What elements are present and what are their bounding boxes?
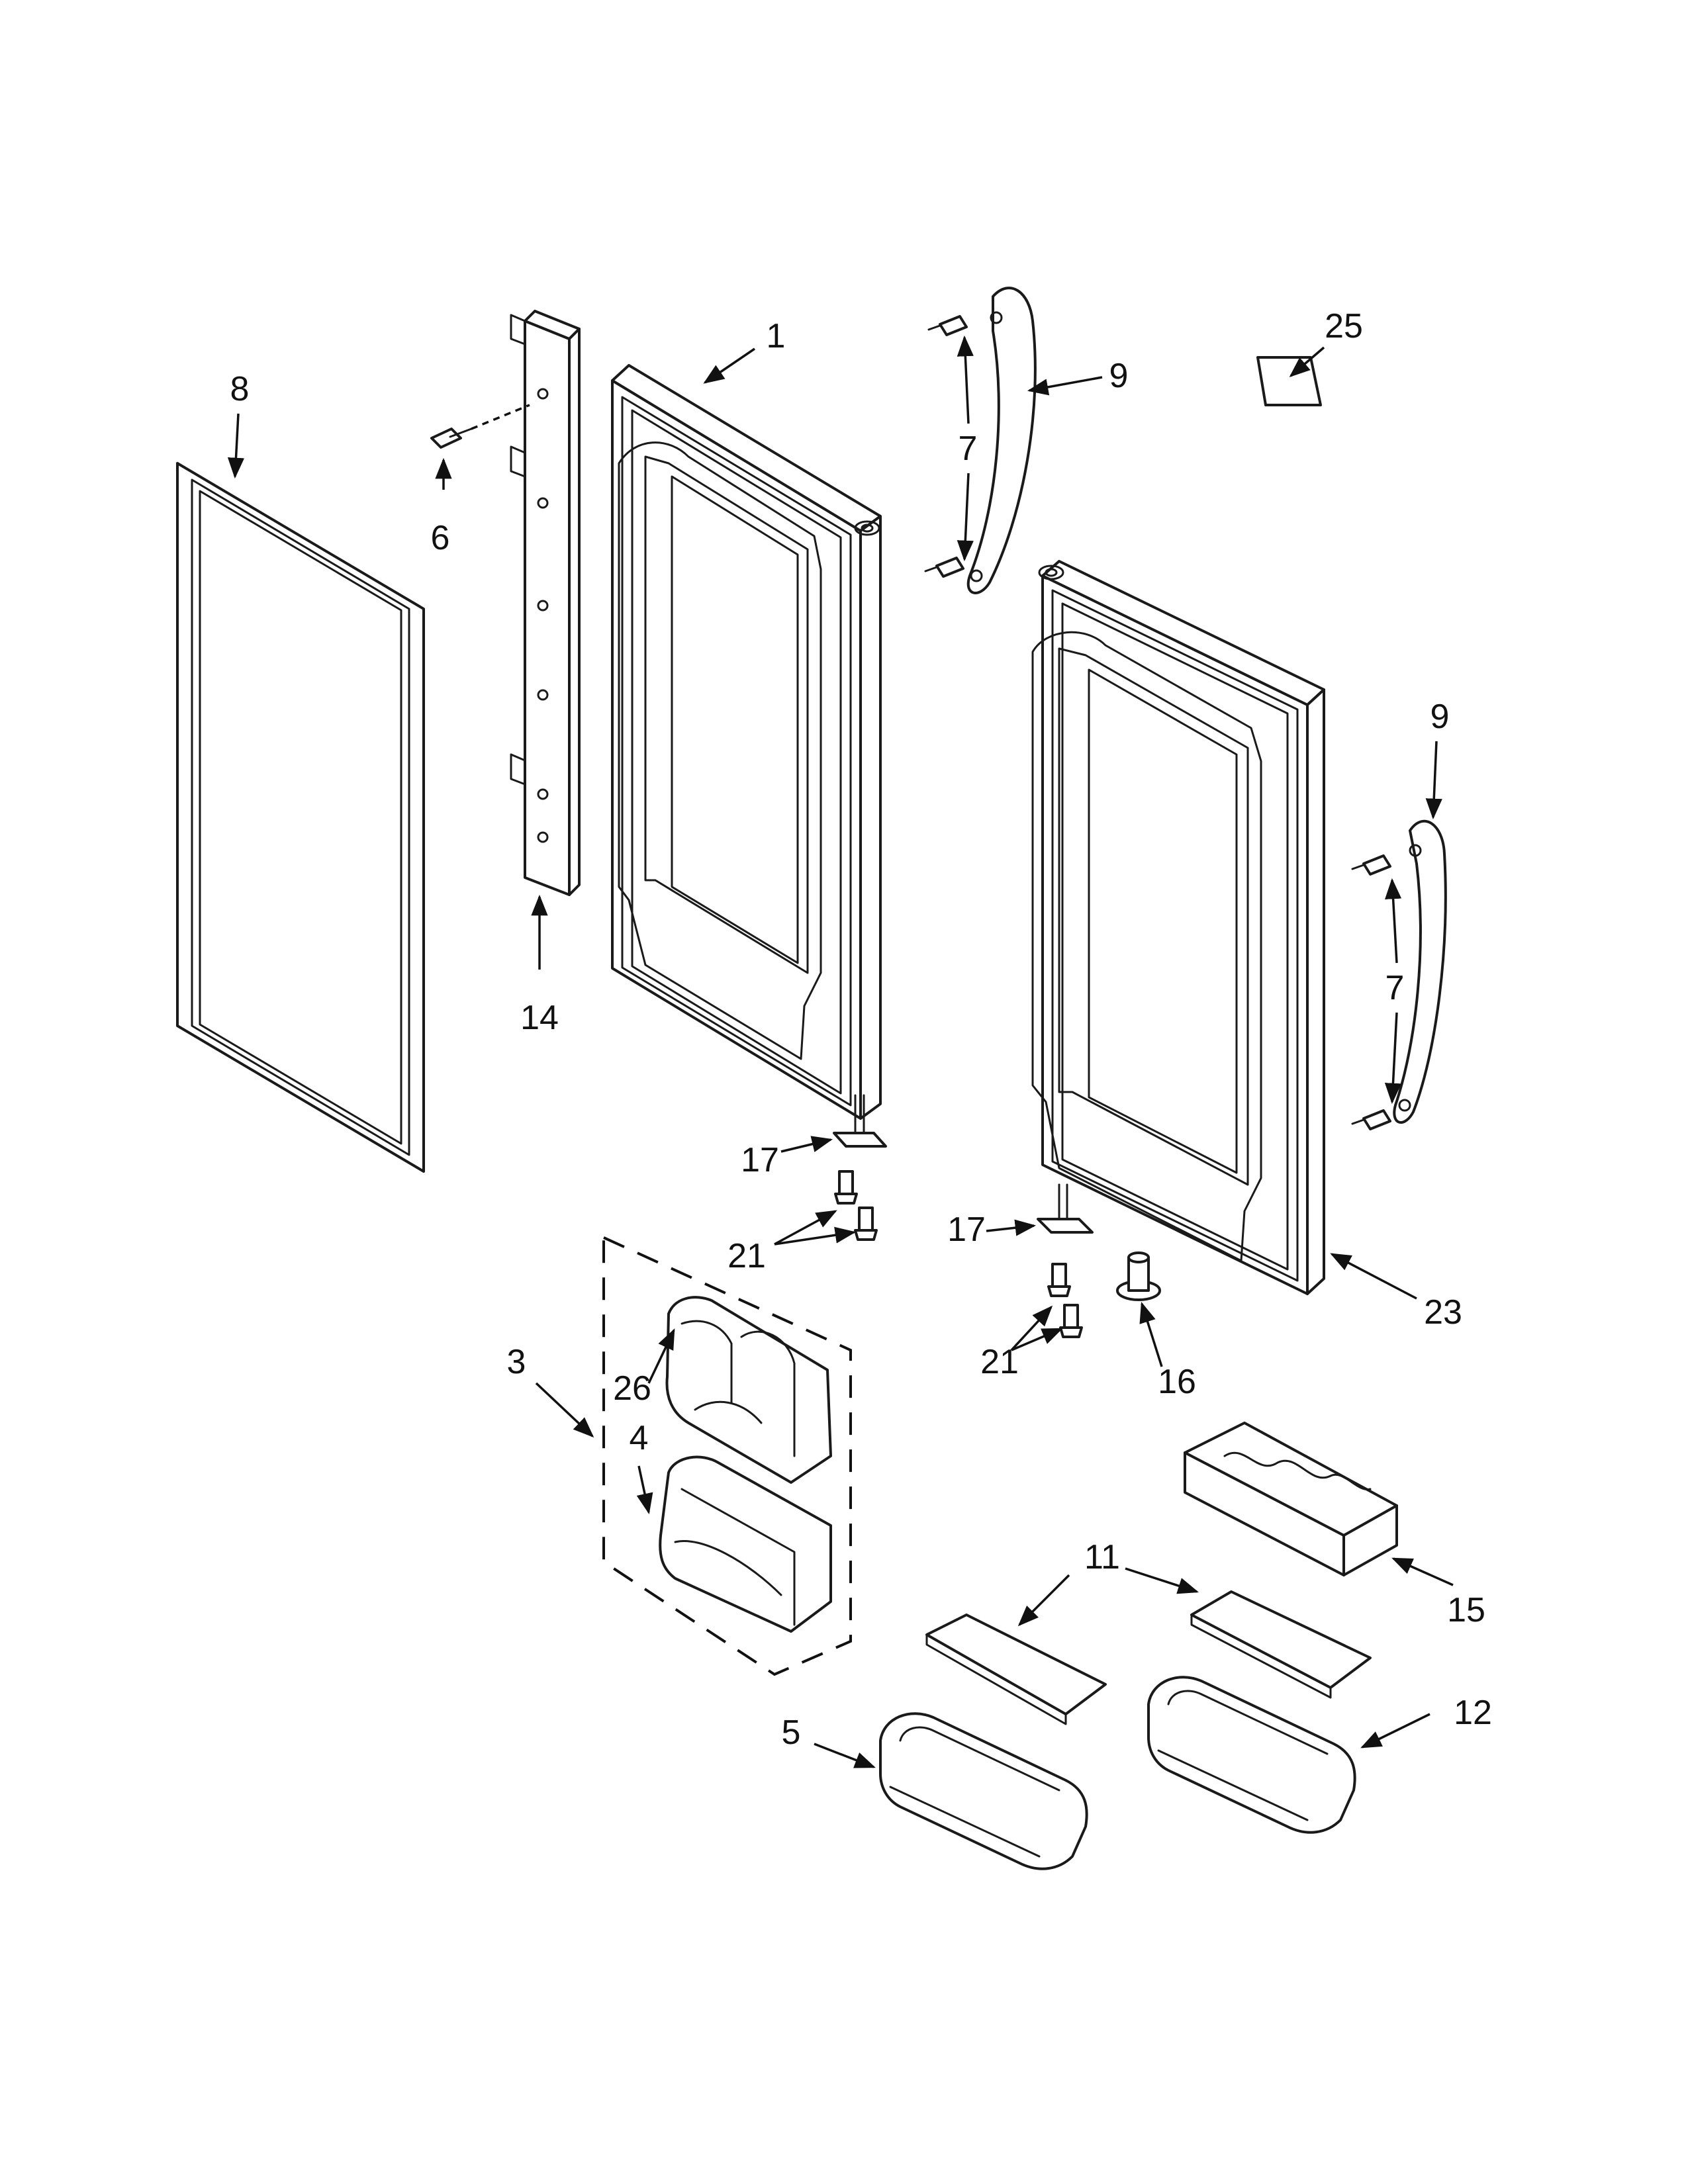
right-door xyxy=(1031,560,1325,1295)
callout-11: 11 xyxy=(1084,1538,1120,1576)
callout-15: 15 xyxy=(1447,1591,1485,1629)
door-shelf-cover-right xyxy=(1190,1590,1372,1699)
callout-23: 23 xyxy=(1424,1293,1462,1332)
upper-door-handle xyxy=(966,287,1037,594)
right-handle-screws xyxy=(1351,854,1391,1130)
callout-3: 3 xyxy=(507,1343,526,1381)
right-door-screws xyxy=(1047,1263,1083,1338)
door-bin-right xyxy=(1147,1676,1356,1834)
callout-8: 8 xyxy=(230,370,250,408)
leader-lines xyxy=(227,335,1454,1768)
callout-17-right: 17 xyxy=(947,1210,986,1249)
callout-labels: 1 8 6 14 9 7 25 9 7 17 21 17 21 16 23 3 … xyxy=(230,307,1492,1752)
callout-9-top: 9 xyxy=(1109,357,1129,395)
callout-5: 5 xyxy=(782,1713,801,1752)
left-door-screws xyxy=(834,1170,878,1241)
callout-21-right: 21 xyxy=(980,1343,1019,1381)
upper-handle-screws xyxy=(924,315,968,578)
hinge-pin xyxy=(1116,1251,1161,1301)
hinge-screw xyxy=(430,404,530,449)
callout-12: 12 xyxy=(1454,1694,1492,1732)
callout-7-top: 7 xyxy=(959,430,978,468)
door-trim-channel xyxy=(510,310,581,896)
egg-tray xyxy=(1184,1422,1398,1576)
right-door-stop-bracket xyxy=(1037,1183,1094,1234)
callout-7-right: 7 xyxy=(1385,969,1405,1007)
dairy-compartment-assembly-outline xyxy=(602,1235,852,1676)
door-shelf-cover-left xyxy=(925,1614,1107,1725)
callout-4: 4 xyxy=(630,1419,649,1457)
callout-26: 26 xyxy=(613,1369,651,1408)
door-bin-left xyxy=(879,1712,1088,1870)
left-door-stop-bracket xyxy=(833,1094,887,1148)
rating-label xyxy=(1256,356,1322,406)
dairy-bin xyxy=(659,1455,832,1633)
callout-25: 25 xyxy=(1325,307,1363,345)
door-gasket xyxy=(176,462,425,1173)
callout-21-left: 21 xyxy=(727,1237,766,1275)
callout-16: 16 xyxy=(1158,1363,1196,1401)
callout-9-right: 9 xyxy=(1430,698,1450,736)
callout-14: 14 xyxy=(520,999,559,1037)
left-door xyxy=(611,364,882,1120)
right-door-handle xyxy=(1393,819,1447,1124)
dairy-door xyxy=(665,1296,832,1484)
callout-6: 6 xyxy=(431,519,450,557)
callout-1: 1 xyxy=(767,317,786,355)
callout-17-left: 17 xyxy=(741,1141,779,1179)
